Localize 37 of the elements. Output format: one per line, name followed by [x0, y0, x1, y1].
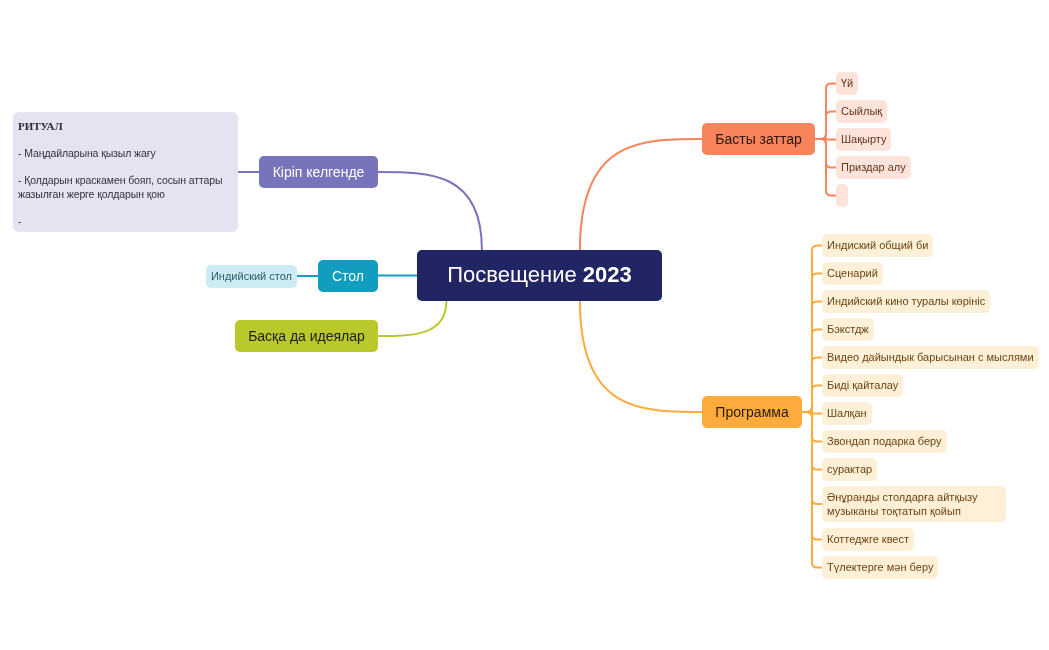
note-heading: РИТУАЛ	[18, 119, 64, 133]
main-topic: Басты заттар	[702, 123, 815, 155]
branch-line	[578, 300, 703, 413]
branch-line	[296, 275, 319, 277]
note-card	[13, 112, 238, 232]
subtopic: Шалқан	[822, 402, 872, 425]
subtopic: Сценарий	[822, 262, 883, 285]
branch-line	[377, 171, 483, 251]
subtopic: Звондап подарка беру	[822, 430, 947, 453]
branch-line	[377, 300, 448, 337]
subtopic: Бэкстдж	[822, 318, 874, 341]
main-topic: Программа	[702, 396, 802, 428]
note-text: - Маңдайларына қызыл жағу	[18, 146, 157, 160]
subtopic: Индийский кино туралы көрініс	[822, 290, 991, 313]
empty-subtopic	[836, 184, 848, 207]
branch-line	[578, 138, 703, 251]
subtopic: Биді қайталау	[822, 374, 904, 397]
main-topic: Басқа да идеялар	[235, 320, 378, 352]
subtopic: Сыйлық	[836, 100, 888, 123]
subtopic: Әнұранды столдарға айтқызу музыканы тоқтатып қойып	[822, 486, 1006, 522]
subtopic: Коттеджге квест	[822, 528, 915, 551]
subtopic: Приздар алу	[836, 156, 911, 179]
branch-line	[377, 274, 418, 277]
subtopic: Үй	[836, 72, 859, 95]
main-topic: Стол	[318, 260, 378, 292]
note-text: - Қолдарын краскамен бояп, сосын аттары жазылған жерге қолдарын қою	[18, 173, 224, 201]
subtopic: Видео дайындык барысынан с мыслями	[822, 346, 1039, 369]
subtopic: Түлектерге мән беру	[822, 556, 939, 579]
note-text: -	[18, 214, 23, 228]
subtopic: Индийский стол	[205, 265, 297, 288]
subtopic: сурактар	[822, 458, 878, 481]
branch-line	[237, 171, 260, 173]
central-topic: Посвещение 2023	[417, 250, 662, 301]
subtopic: Индиский общий би	[822, 234, 934, 257]
main-topic: Кіріп келгенде	[259, 156, 378, 188]
branch-line	[801, 411, 823, 569]
subtopic: Шақырту	[836, 128, 892, 151]
